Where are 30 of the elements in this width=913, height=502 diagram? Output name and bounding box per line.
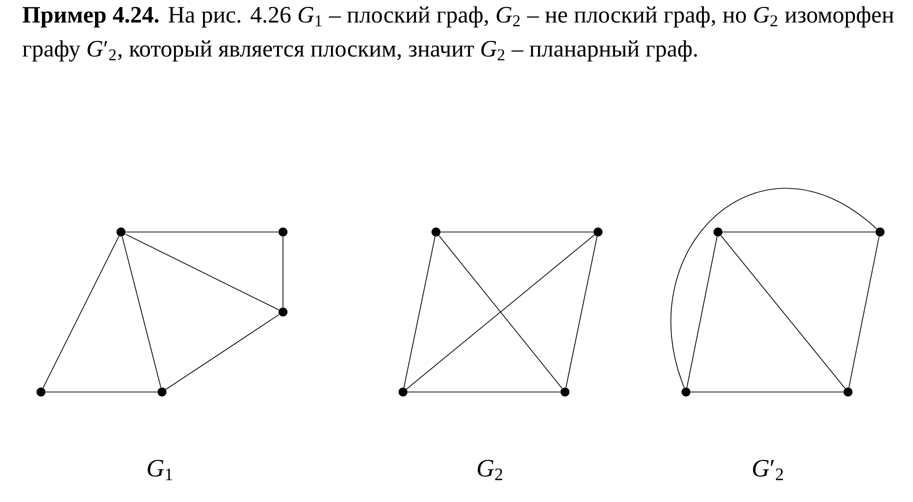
graph-label: G′$_{2}$ (753, 460, 783, 480)
vertex-dot (594, 227, 602, 236)
edge-line (42, 236, 120, 388)
graph-label: G$_{2}$ (478, 460, 502, 480)
edge-line (438, 235, 562, 389)
edge-line (566, 236, 598, 388)
edge-line (122, 236, 162, 388)
vertex-dot (560, 387, 570, 396)
vertex-dot (116, 227, 126, 236)
vertex-dot (278, 307, 288, 316)
edge-line (404, 236, 436, 388)
edge-line (406, 234, 595, 390)
paragraph: Пример 4.24. На рис. 4.26 G$_{1}$ – плоский граф, G$_{2}$ – не плоский граф, но G$_{2}$ изоморфен графу G′$_{2}$, который является плоским, значит G$_{2}$ – планарный граф. (22, 6, 894, 62)
vertex-dot (278, 227, 288, 236)
graph-label: G$_{1}$ (148, 460, 172, 480)
vertex-dot (714, 227, 722, 236)
vertex-dot (36, 387, 46, 396)
edge-line (848, 236, 880, 388)
vertex-dot (682, 387, 690, 396)
edge-line (124, 234, 280, 310)
edge-line (282, 236, 284, 308)
edge-line (166, 314, 280, 390)
vertex-dot (432, 227, 440, 236)
edge-line (686, 236, 718, 388)
vertex-dot (844, 387, 852, 396)
edge-line (720, 235, 846, 389)
vertex-dot (876, 227, 884, 236)
vertex-dot (398, 387, 408, 396)
edge-line (670, 188, 877, 388)
vertex-dot (158, 387, 166, 396)
